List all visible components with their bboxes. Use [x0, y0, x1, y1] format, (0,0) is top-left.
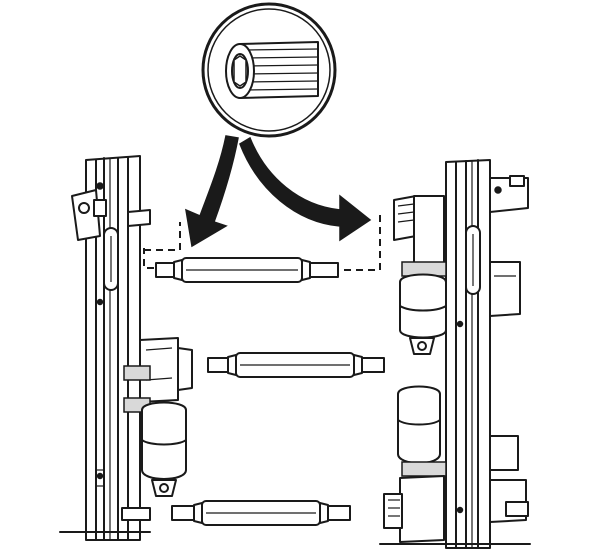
- leader-lines: [143, 210, 381, 271]
- magnifier-splined-shaft-end: [201, 2, 337, 138]
- drive-cable-upper: [155, 257, 339, 283]
- drive-cable-middle: [207, 352, 385, 378]
- arrow-to-left-track: [185, 135, 239, 248]
- left-seat-track: [59, 155, 193, 541]
- arrow-to-right-track: [239, 136, 372, 242]
- drive-cable-lower: [171, 500, 351, 526]
- right-seat-track: [379, 159, 531, 549]
